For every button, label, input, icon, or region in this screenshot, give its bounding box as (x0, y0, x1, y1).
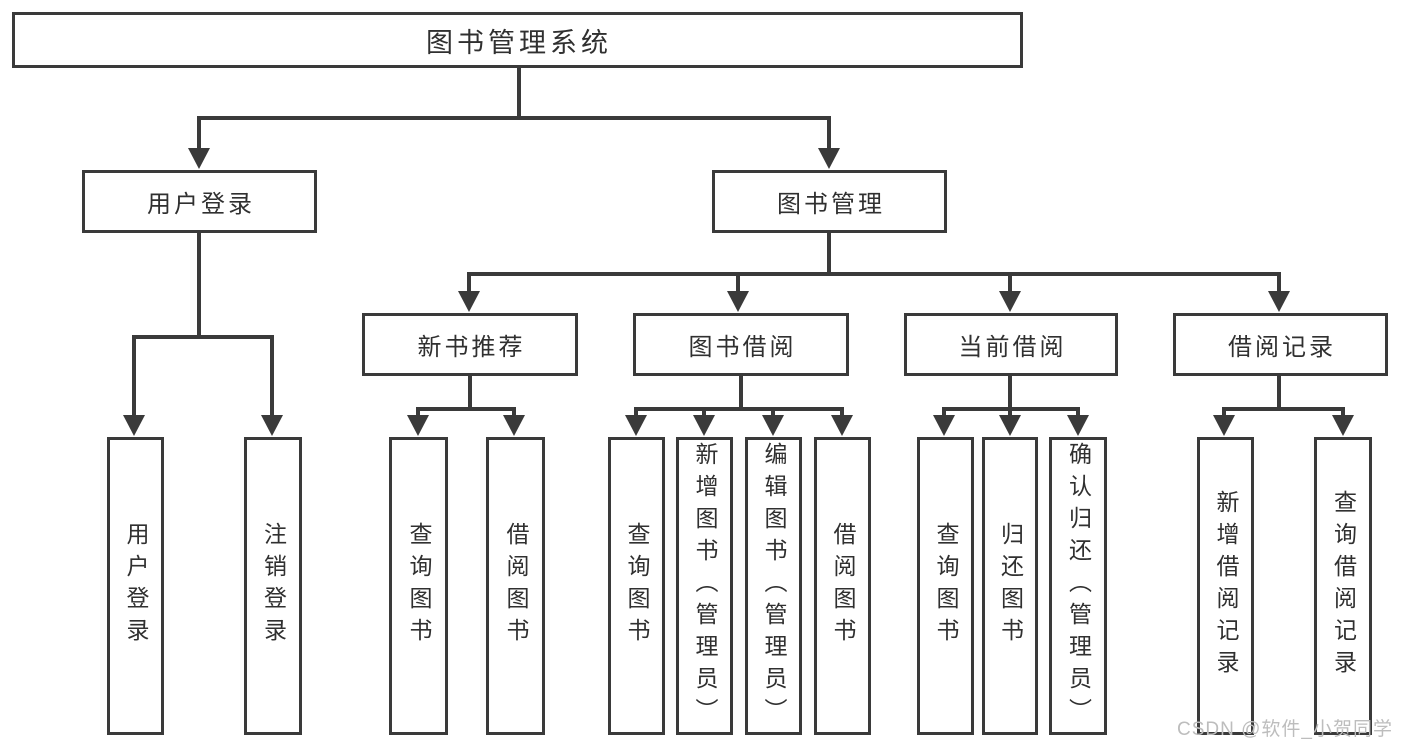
connector-current-borrow-vline (1008, 376, 1012, 409)
node-current-borrow-label: 当前借阅 (958, 334, 1067, 361)
arrow-down-icon (727, 274, 749, 312)
arrow-down-icon (831, 408, 853, 436)
arrow-down-icon (1067, 408, 1089, 436)
connector-borrow-records-hline (1222, 407, 1345, 411)
leaf-label: 归还图书 (997, 522, 1024, 650)
node-leaf-edit-books-admin: 编辑图书（管理员） (745, 437, 802, 735)
arrow-down-icon (693, 408, 715, 436)
connector-borrow-records-vline (1277, 376, 1281, 409)
node-leaf-query-books-current: 查询图书 (917, 437, 974, 735)
arrow-down-icon (261, 337, 283, 436)
node-current-borrow: 当前借阅 (904, 313, 1118, 376)
node-book-management-label: 图书管理 (777, 191, 885, 218)
node-root-label: 图书管理系统 (426, 27, 612, 58)
leaf-label: 注销登录 (260, 522, 287, 650)
watermark: CSDN @软件_小贺同学 (1177, 719, 1393, 740)
node-leaf-return-books: 归还图书 (982, 437, 1038, 735)
arrow-down-icon (933, 408, 955, 436)
arrow-down-icon (407, 408, 429, 436)
node-borrow-records-label: 借阅记录 (1228, 334, 1336, 361)
arrow-down-icon (1332, 408, 1354, 436)
node-leaf-user-login: 用户登录 (107, 437, 164, 735)
connector-root-vline (517, 68, 521, 120)
leaf-label: 新增图书（管理员） (692, 442, 718, 730)
connector-new-book-recommend-hline (416, 407, 516, 411)
leaf-label: 借阅图书 (830, 522, 856, 650)
connector-user-login-hline (132, 335, 274, 339)
node-leaf-query-books-recommend: 查询图书 (389, 437, 448, 735)
leaf-label: 用户登录 (123, 522, 149, 650)
node-leaf-borrow-books-recommend: 借阅图书 (486, 437, 545, 735)
arrow-down-icon (625, 408, 647, 436)
arrow-down-icon (1213, 408, 1235, 436)
node-new-book-recommend: 新书推荐 (362, 313, 578, 376)
arrow-down-icon (188, 118, 210, 169)
node-leaf-add-borrow-record: 新增借阅记录 (1197, 437, 1254, 735)
arrow-down-icon (458, 274, 480, 312)
node-leaf-logout: 注销登录 (244, 437, 302, 735)
connector-book-borrow-vline (739, 376, 743, 409)
leaf-label: 新增借阅记录 (1213, 490, 1239, 682)
connector-new-book-recommend-vline (468, 376, 472, 409)
node-borrow-records: 借阅记录 (1173, 313, 1388, 376)
leaf-label: 查询图书 (406, 522, 432, 650)
connector-book-management-hline (467, 272, 1281, 276)
arrow-down-icon (999, 408, 1021, 436)
node-book-management: 图书管理 (712, 170, 947, 233)
node-user-login: 用户登录 (82, 170, 317, 233)
connector-book-borrow-hline (634, 407, 844, 411)
arrow-down-icon (1268, 274, 1290, 312)
node-user-login-label: 用户登录 (147, 191, 255, 218)
node-book-borrow-label: 图书借阅 (688, 334, 797, 361)
leaf-label: 借阅图书 (503, 522, 529, 650)
connector-user-login-vline (197, 233, 201, 339)
arrow-down-icon (123, 337, 145, 436)
connector-root-hline (197, 116, 831, 120)
leaf-label: 查询图书 (933, 522, 959, 650)
arrow-down-icon (999, 274, 1021, 312)
leaf-label: 编辑图书（管理员） (761, 442, 787, 730)
leaf-label: 查询借阅记录 (1330, 490, 1357, 682)
node-leaf-add-books-admin: 新增图书（管理员） (676, 437, 733, 735)
arrow-down-icon (818, 118, 840, 169)
arrow-down-icon (762, 408, 784, 436)
node-new-book-recommend-label: 新书推荐 (417, 334, 526, 361)
arrow-down-icon (503, 408, 525, 436)
connector-book-management-vline (827, 233, 831, 276)
leaf-label: 确认归还（管理员） (1065, 442, 1092, 730)
node-book-borrow: 图书借阅 (633, 313, 849, 376)
node-leaf-confirm-return-admin: 确认归还（管理员） (1049, 437, 1107, 735)
leaf-label: 查询图书 (624, 522, 650, 650)
node-leaf-query-books-borrow: 查询图书 (608, 437, 665, 735)
node-leaf-borrow-books: 借阅图书 (814, 437, 871, 735)
node-leaf-query-borrow-record: 查询借阅记录 (1314, 437, 1372, 735)
node-root: 图书管理系统 (12, 12, 1023, 68)
